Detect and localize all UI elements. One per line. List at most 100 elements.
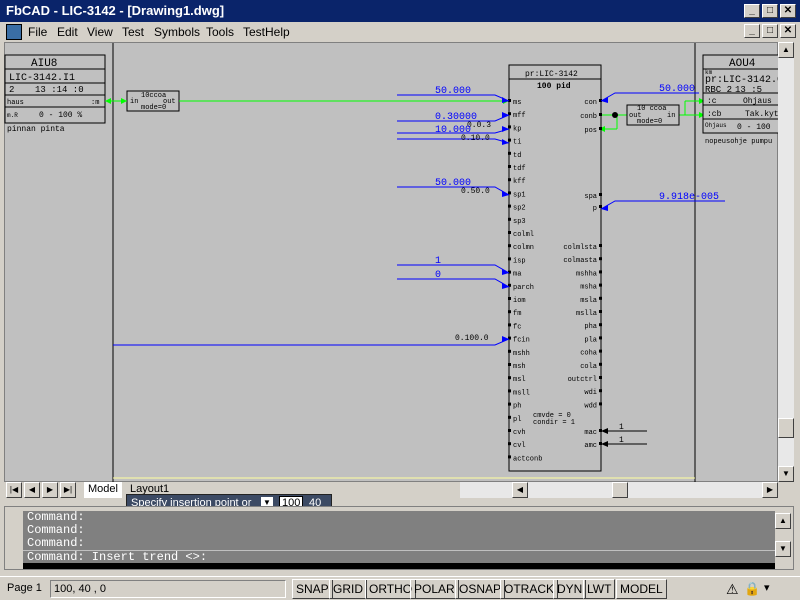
aiu-block[interactable]: AIU8 LIC-3142.I1 2 13 :14 :0 haus :m m.R…: [4, 54, 106, 134]
pid-pin-wdi-pin[interactable]: [599, 389, 602, 393]
tray-settings-icon[interactable]: ▾: [764, 582, 770, 594]
prompt-options-icon[interactable]: ▼: [261, 497, 273, 508]
close-button[interactable]: ✕: [780, 4, 796, 18]
pid-pin-iom-pin[interactable]: [508, 297, 511, 300]
pid-pin-msl-pin[interactable]: [508, 376, 511, 380]
toggle-snap[interactable]: SNAP: [292, 579, 333, 599]
pid-pin-cvh-pin[interactable]: [508, 429, 511, 432]
doc-minimize-button[interactable]: _: [744, 24, 760, 38]
pid-pin-ti-pin[interactable]: [508, 138, 511, 142]
pid-pin-pos-pin[interactable]: [599, 127, 602, 130]
tab-next-icon[interactable]: ▶: [42, 482, 58, 498]
pid-pin-pl-pin[interactable]: [508, 415, 511, 419]
pid-pin-isp-pin[interactable]: [508, 257, 511, 261]
pid-pin-fc-pin[interactable]: [508, 323, 511, 327]
doc-restore-button[interactable]: □: [762, 24, 778, 38]
pid-pin-kff-pin[interactable]: [508, 178, 511, 182]
toggle-ortho[interactable]: ORTHO: [365, 579, 417, 599]
tab-last-icon[interactable]: ▶|: [60, 482, 76, 498]
tab-model[interactable]: Model: [84, 482, 122, 498]
pid-pin-colmasta-pin[interactable]: [599, 257, 602, 261]
maximize-button[interactable]: □: [762, 4, 778, 18]
scroll-up-icon[interactable]: ▲: [778, 42, 794, 58]
pid-pin-msha-pin[interactable]: [599, 283, 602, 287]
aou-block[interactable]: AOU4 km pr:LIC-3142.0 RBC 2 13 :5 :c Ohj…: [702, 54, 783, 146]
pid-pin-colmn-pin[interactable]: [508, 244, 511, 248]
pid-pin-ma-pin[interactable]: [508, 270, 511, 274]
pid-pin-ms-pin[interactable]: [508, 99, 511, 102]
val-sp1: 50.000: [435, 178, 471, 189]
pid-pin-mac-pin[interactable]: [599, 429, 602, 432]
lock-icon[interactable]: 🔒: [744, 581, 761, 596]
pid-pin-msh-pin[interactable]: [508, 363, 511, 366]
doc-close-button[interactable]: ✕: [780, 24, 796, 38]
pid-pin-msll-pin[interactable]: [508, 389, 511, 393]
ccoa-left-block[interactable]: 10ccoa in out mode=0: [126, 90, 180, 112]
vertical-scrollbar[interactable]: ▲ ▼: [778, 42, 794, 482]
pid-pin-td-pin[interactable]: [508, 151, 511, 155]
toggle-lwt[interactable]: LWT: [583, 579, 616, 599]
menu-view[interactable]: View: [87, 25, 113, 39]
document-icon[interactable]: [6, 24, 22, 40]
pid-pin-tdf-pin[interactable]: [508, 165, 511, 168]
toggle-dyn[interactable]: DYN: [553, 579, 587, 599]
horizontal-scrollbar[interactable]: ◀ ▶: [460, 482, 778, 498]
pid-pin-con-pin[interactable]: [599, 99, 602, 102]
menu-file[interactable]: File: [28, 25, 48, 39]
pid-pin-colml-pin[interactable]: [508, 231, 511, 234]
pid-pin-mff-pin[interactable]: [508, 112, 511, 116]
pid-pin-p-pin[interactable]: [599, 205, 602, 208]
pid-pin-pha-pin[interactable]: [599, 323, 602, 327]
horizontal-scroll-thumb[interactable]: [612, 482, 628, 498]
minimize-button[interactable]: _: [744, 4, 760, 18]
tab-prev-icon[interactable]: ◀: [24, 482, 40, 498]
pid-pin-pla-pin[interactable]: [599, 336, 602, 340]
toggle-model[interactable]: MODEL: [616, 579, 667, 599]
vertical-scroll-thumb[interactable]: [778, 418, 794, 438]
pid-pin-msla-pin[interactable]: [599, 296, 602, 300]
toggle-grid[interactable]: GRID: [329, 579, 367, 599]
pid-pin-parch-pin[interactable]: [508, 283, 511, 287]
pid-pin-coha-pin[interactable]: [599, 349, 602, 353]
pid-pin-fm-pin[interactable]: [508, 310, 511, 314]
pid-pin-mshh-pin[interactable]: [508, 349, 511, 353]
toggle-osnap[interactable]: OSNAP: [455, 579, 506, 599]
pid-pin-mslla-pin[interactable]: [599, 310, 602, 313]
pid-pin-cola-pin[interactable]: [599, 362, 602, 366]
pid-pin-amc-pin[interactable]: [599, 442, 602, 445]
toggle-otrack[interactable]: OTRACK: [500, 579, 559, 599]
pid-pin-actconb-pin[interactable]: [508, 455, 511, 459]
pid-pin-outctrl-pin[interactable]: [599, 376, 602, 379]
pid-pin-cvl-pin[interactable]: [508, 442, 511, 446]
tab-layout1[interactable]: Layout1: [130, 483, 170, 495]
pid-pin-sp1-pin[interactable]: [508, 191, 511, 195]
pid-pin-mshha-pin[interactable]: [599, 270, 602, 274]
scroll-down-icon[interactable]: ▼: [778, 466, 794, 482]
drawing-canvas[interactable]: AIU8 LIC-3142.I1 2 13 :14 :0 haus :m m.R…: [4, 42, 783, 483]
pid-pin-sp2-pin[interactable]: [508, 204, 511, 208]
pid-pin-fcin-pin[interactable]: [508, 336, 511, 340]
toggle-polar[interactable]: POLAR: [410, 579, 459, 599]
menu-edit[interactable]: Edit: [57, 25, 78, 39]
menu-symbols[interactable]: Symbols: [154, 25, 201, 39]
communication-center-icon[interactable]: ⚠: [726, 581, 739, 597]
scroll-left-icon[interactable]: ◀: [512, 482, 528, 498]
command-scroll-up-icon[interactable]: ▲: [775, 513, 791, 529]
pid-pin-kp-pin[interactable]: [508, 125, 511, 129]
pid-block[interactable]: pr:LIC-3142 100 pid msmffkptitdtdfkffsp1…: [508, 64, 602, 472]
pid-pin-wdd-pin[interactable]: [599, 402, 602, 406]
command-input[interactable]: Command: Insert trend <>:: [23, 550, 775, 564]
pid-pin-sp3-pin[interactable]: [508, 217, 511, 221]
pid-pin-ph-pin[interactable]: [508, 402, 511, 406]
command-scroll-down-icon[interactable]: ▼: [775, 541, 791, 557]
drawing-svg[interactable]: AIU8 LIC-3142.I1 2 13 :14 :0 haus :m m.R…: [4, 43, 783, 483]
menu-test[interactable]: Test: [122, 25, 145, 39]
tab-first-icon[interactable]: |◀: [6, 482, 22, 498]
pid-pin-spa-pin[interactable]: [599, 193, 602, 196]
pid-pin-conb-pin[interactable]: [599, 113, 602, 116]
scroll-right-icon[interactable]: ▶: [762, 482, 778, 498]
menu-tools[interactable]: Tools: [206, 25, 235, 39]
ccoa-right-block[interactable]: 10 ccoa out in mode=0: [626, 104, 680, 126]
menu-testhelp[interactable]: TestHelp: [243, 25, 290, 39]
pid-pin-colmlsta-pin[interactable]: [599, 244, 602, 247]
